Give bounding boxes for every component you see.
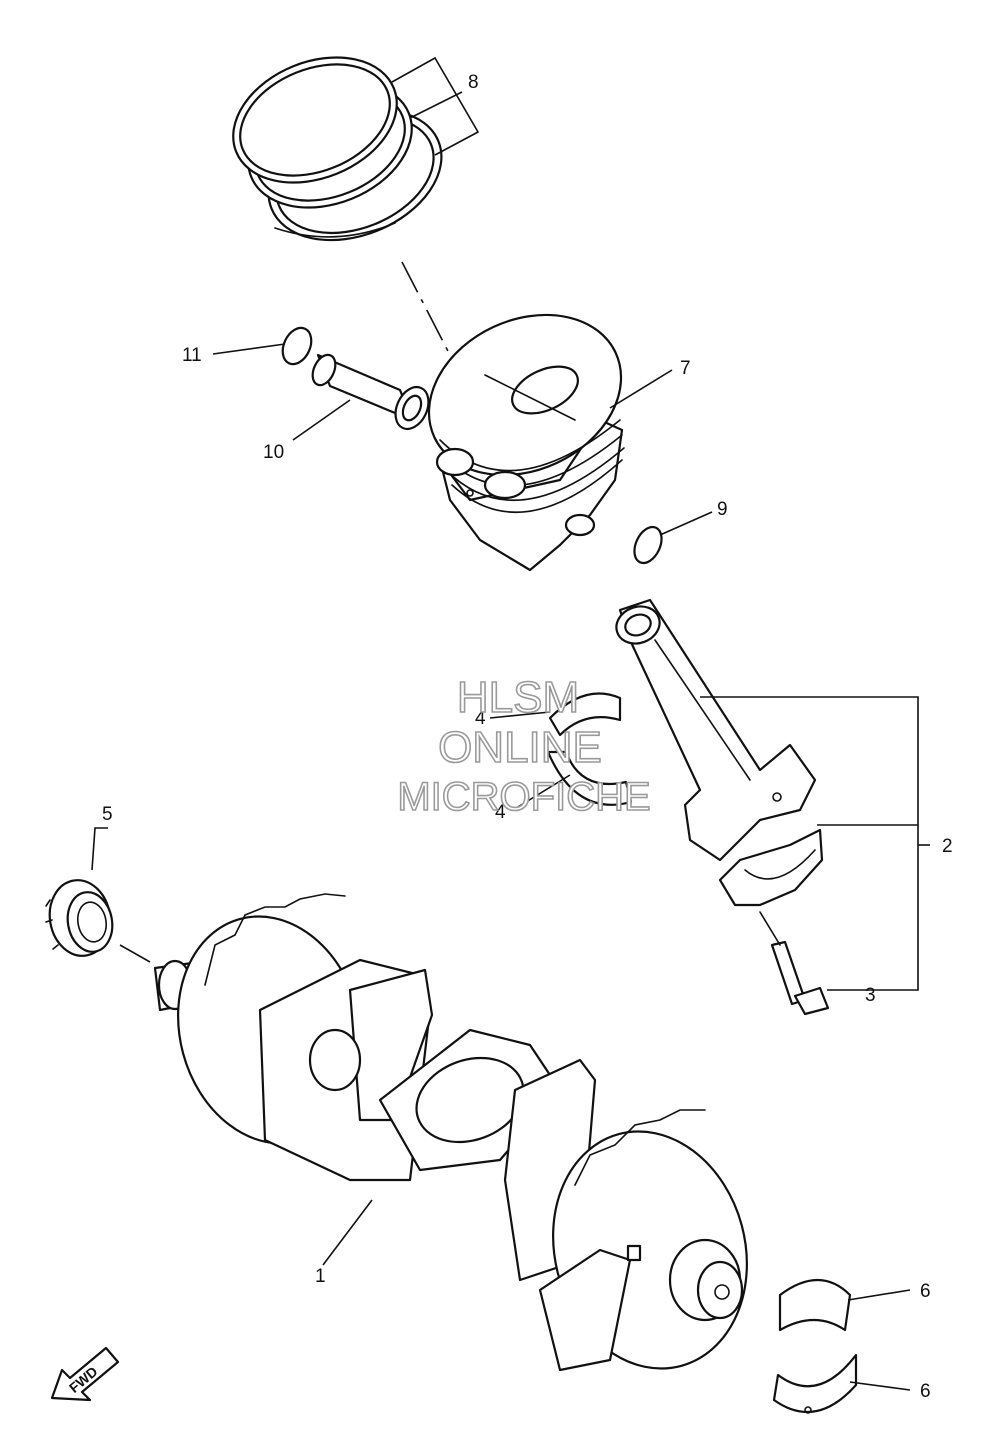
crankshaft-gear [45,879,114,957]
watermark-line-3: MICROFICHE [397,775,650,819]
piston [427,313,625,572]
watermark-line-2: ONLINE [438,723,602,772]
callout-6-upper: 6 [920,1281,931,1302]
crankshaft [153,893,748,1372]
piston-pin-clip-11 [281,326,313,366]
callout-4-upper: 4 [475,708,486,729]
watermark-line-1: HLSM [457,673,579,722]
callout-5: 5 [102,804,113,825]
callout-1: 1 [315,1266,326,1287]
connecting-rod [615,598,824,907]
big-end-bearings [546,692,633,806]
callout-4-lower: 4 [495,802,506,823]
piston-pin-clip-9 [633,525,663,565]
forward-direction-arrow: FWD [50,1346,120,1402]
connecting-rod-bolt [759,911,830,1016]
main-bearings [772,1278,858,1414]
callout-7: 7 [680,358,691,379]
callout-2: 2 [942,836,953,857]
watermark: HLSM ONLINE MICROFICHE [397,672,652,820]
callout-6-lower: 6 [920,1381,931,1402]
callout-8: 8 [468,72,479,93]
callout-10: 10 [263,442,284,463]
piston-rings [232,56,443,242]
callout-9: 9 [717,499,728,520]
leader-lines [91,56,930,1391]
callout-11: 11 [182,345,202,366]
piston-pin [311,353,430,431]
callout-3: 3 [865,985,876,1006]
